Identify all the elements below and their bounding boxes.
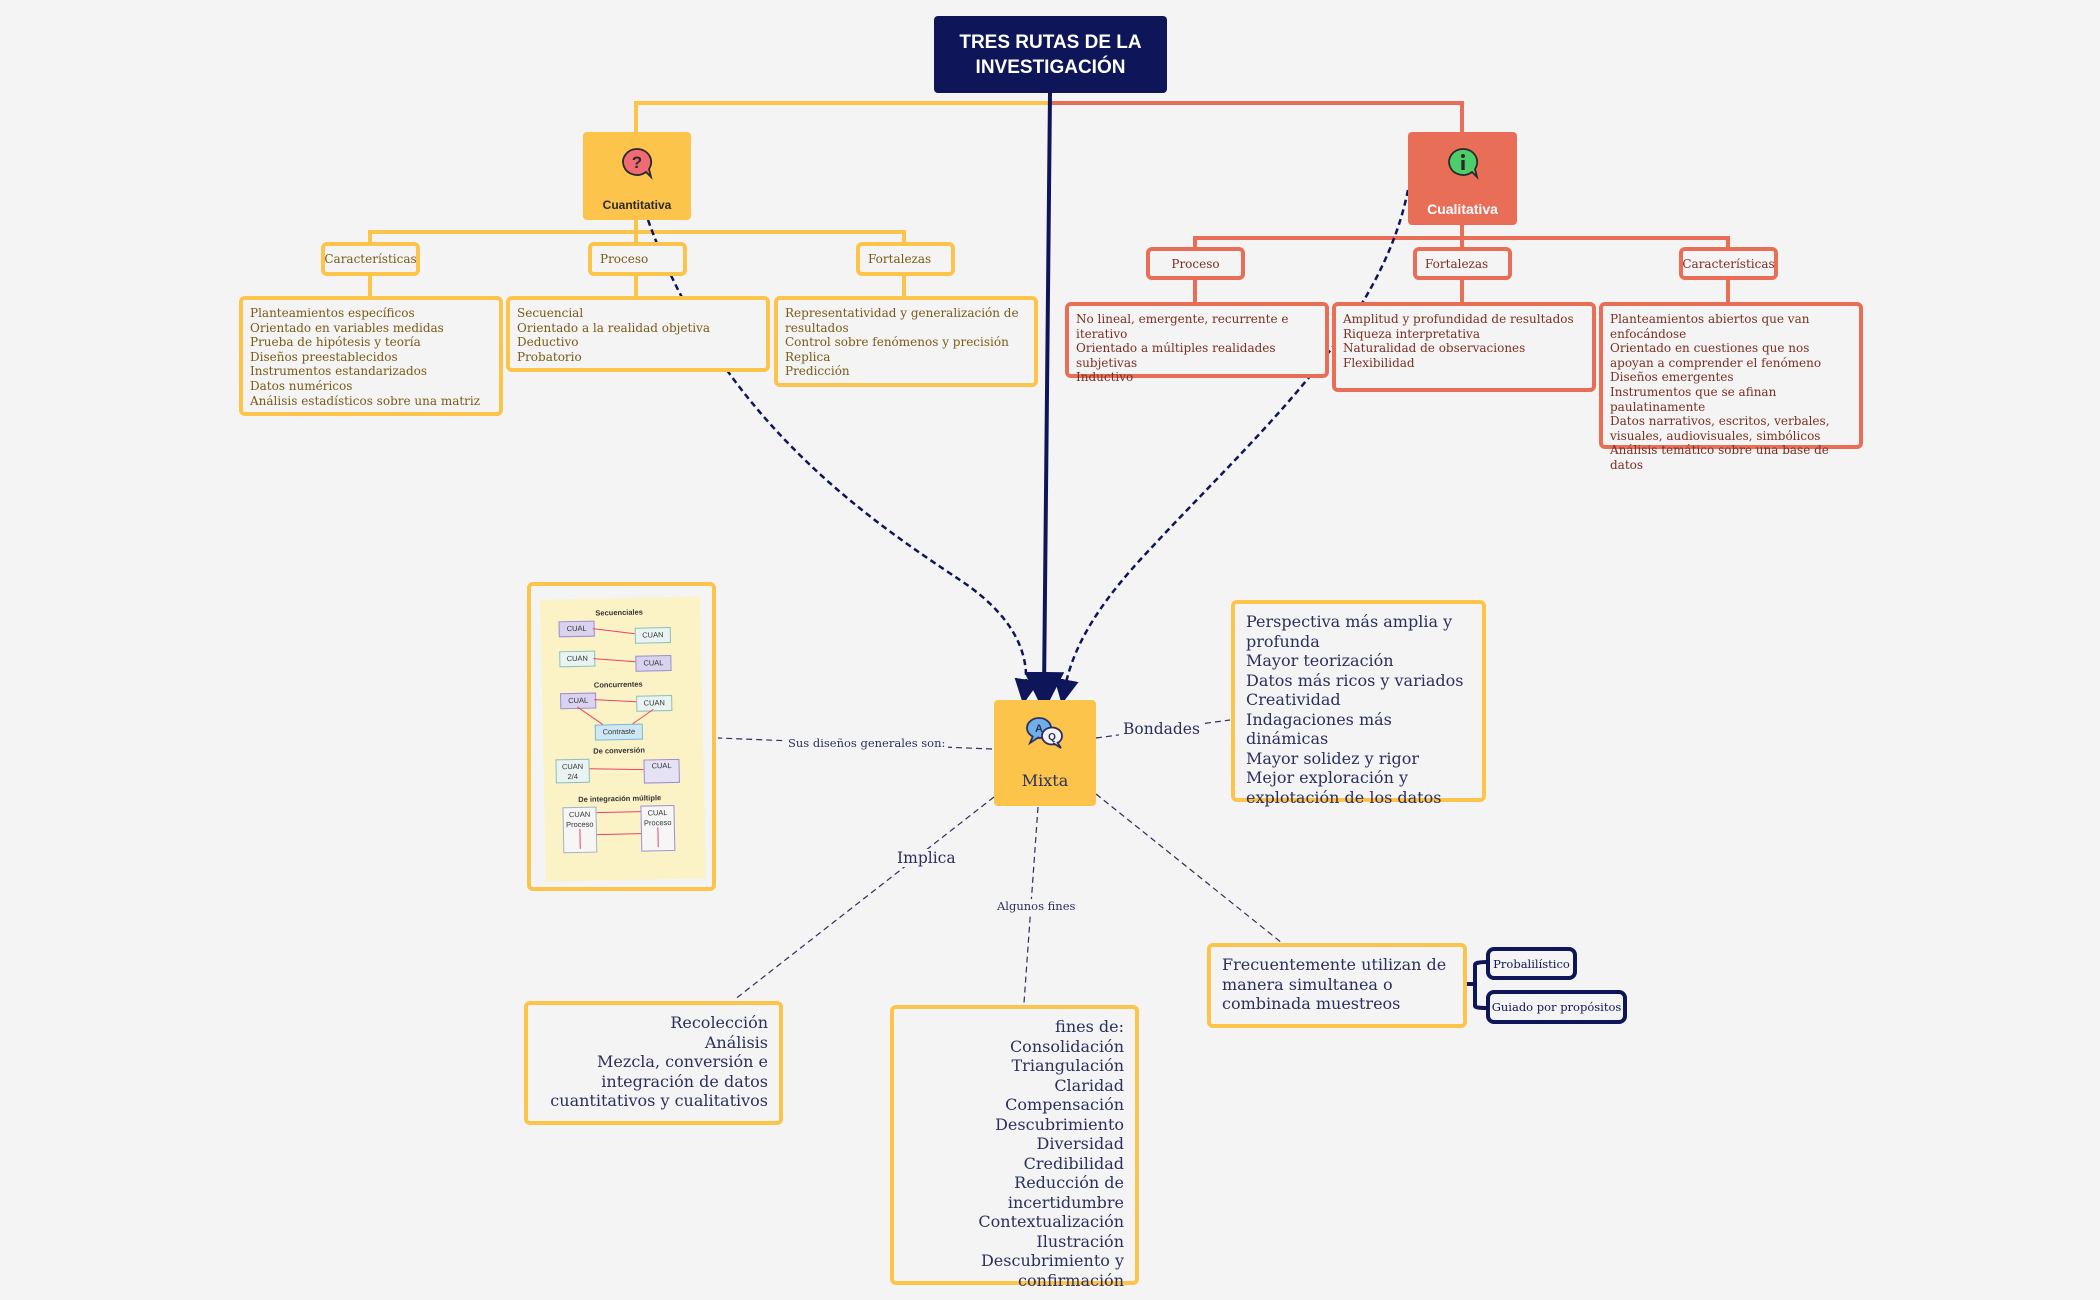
qual-title: Cualitativa bbox=[1427, 201, 1498, 217]
quant-title: Cuantitativa bbox=[602, 198, 672, 212]
quant-proceso-list: Secuencial Orientado a la realidad objet… bbox=[506, 296, 770, 372]
svg-text:Q: Q bbox=[1048, 732, 1056, 743]
qual-node[interactable]: Cualitativa bbox=[1408, 132, 1517, 225]
muestreo-guiado[interactable]: Guiado por propósitos bbox=[1486, 990, 1627, 1024]
qual-caracteristicas-list: Planteamientos abiertos que van enfocánd… bbox=[1599, 302, 1863, 472]
designs-sheet: Secuenciales CUAL CUAN CUAN CUAL Concurr… bbox=[540, 596, 706, 882]
aq-chat-icon: A Q bbox=[1025, 716, 1065, 754]
muestreos-box: Frecuentemente utilizan de manera simult… bbox=[1207, 943, 1467, 1028]
muestreo-probabilistico[interactable]: Probalilístico bbox=[1486, 947, 1577, 980]
designs-arrows bbox=[577, 628, 659, 849]
fines-label: Algunos fines bbox=[994, 899, 1079, 913]
quant-fortalezas-label[interactable]: Fortalezas bbox=[856, 242, 955, 276]
implica-list: Recolección Análisis Mezcla, conversión … bbox=[524, 1001, 783, 1125]
disenos-label: Sus diseños generales son: bbox=[785, 736, 949, 750]
fines-list: fines de: Consolidación Triangulación Cl… bbox=[890, 1005, 1139, 1290]
mixta-title: Mixta bbox=[1021, 771, 1069, 790]
qual-fortalezas-label[interactable]: Fortalezas bbox=[1413, 247, 1512, 280]
implica-label: Implica bbox=[893, 849, 960, 867]
bondades-label: Bondades bbox=[1119, 720, 1204, 738]
designs-image: Secuenciales CUAL CUAN CUAN CUAL Concurr… bbox=[527, 582, 716, 891]
quant-proceso-label[interactable]: Proceso bbox=[588, 242, 687, 276]
svg-text:A: A bbox=[1035, 723, 1043, 735]
quant-caracteristicas-list: Planteamientos específicos Orientado en … bbox=[239, 296, 503, 416]
root-title: TRES RUTAS DE LA INVESTIGACIÓN bbox=[934, 16, 1167, 93]
quant-caracteristicas-label[interactable]: Características bbox=[321, 242, 420, 276]
info-chat-icon bbox=[1446, 146, 1480, 183]
mixta-node[interactable]: A Q Mixta bbox=[994, 700, 1096, 806]
qual-proceso-list: No lineal, emergente, recurrente e itera… bbox=[1065, 302, 1329, 384]
quant-node[interactable]: ? Cuantitativa bbox=[583, 132, 691, 220]
svg-text:?: ? bbox=[632, 153, 642, 172]
qual-fortalezas-list: Amplitud y profundidad de resultados Riq… bbox=[1332, 302, 1596, 392]
qual-proceso-label[interactable]: Proceso bbox=[1146, 247, 1245, 280]
quant-fortalezas-list: Representatividad y generalización de re… bbox=[774, 296, 1038, 387]
bondades-list: Perspectiva más amplia y profunda Mayor … bbox=[1231, 600, 1486, 807]
question-chat-icon: ? bbox=[620, 146, 654, 183]
qual-caracteristicas-label[interactable]: Características bbox=[1679, 247, 1778, 280]
